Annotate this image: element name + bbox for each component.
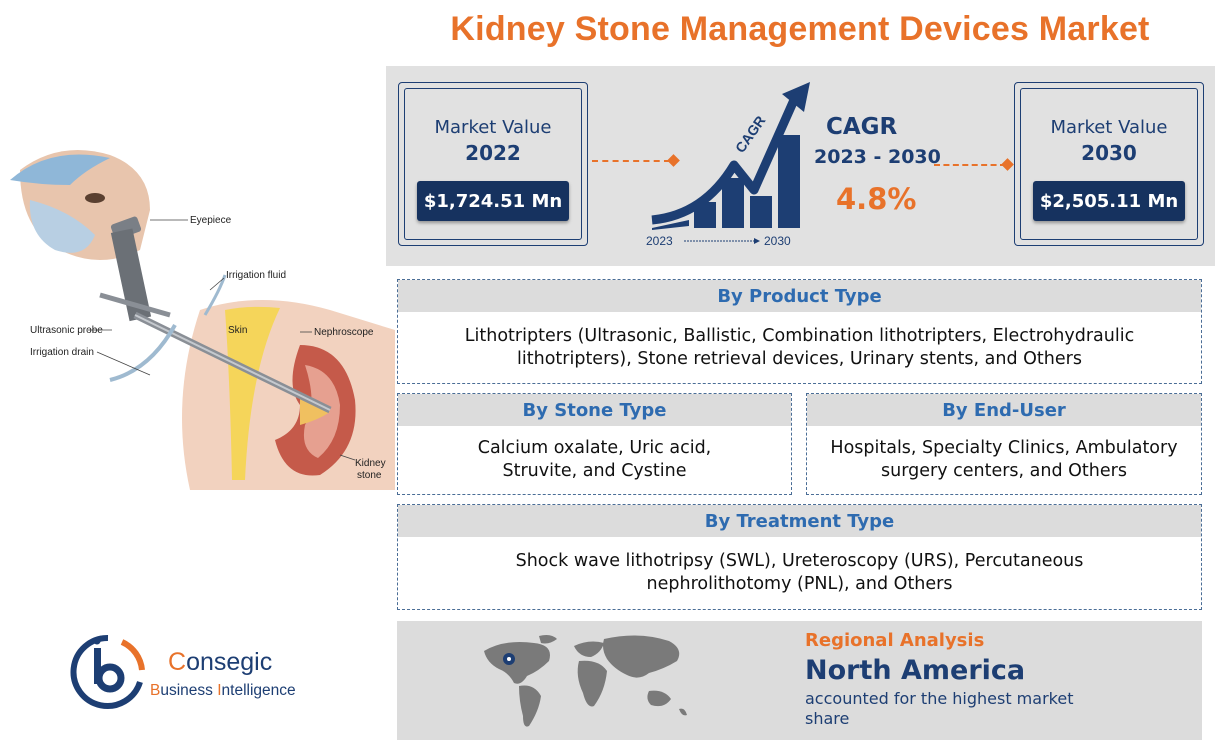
logo-name: Consegic [168,648,273,676]
market-value-amount: $2,505.11 Mn [1033,181,1185,221]
regional-analysis-label: Regional Analysis [805,630,985,651]
page-title: Kidney Stone Management Devices Market [450,10,1150,48]
segment-body: Hospitals, Specialty Clinics, Ambulatory… [830,438,1178,481]
segment-heading: By Stone Type [398,394,791,426]
label-kidney-stone-1: Kidney [355,458,386,469]
segment-end-user: By End-User Hospitals, Specialty Clinics… [806,393,1202,495]
segment-treatment-type: By Treatment Type Shock wave lithotripsy… [397,504,1202,610]
growth-arrow-icon: CAGR 2023 2030 [646,82,810,248]
label-irrigation-fluid: Irrigation fluid [226,270,286,281]
cagr-graphic-label: CAGR [732,113,769,156]
market-value-year: 2022 [465,141,521,165]
label-nephroscope: Nephroscope [314,327,374,338]
market-value-label: Market Value [1050,117,1168,138]
market-value-amount: $1,724.51 Mn [417,181,569,221]
cagr-value: 4.8% [836,182,917,216]
segment-product-type: By Product Type Lithotripters (Ultrasoni… [397,279,1202,384]
region-name: North America [805,655,1026,686]
cagr-range: 2023 - 2030 [814,146,941,168]
axis-end-year: 2030 [764,234,791,248]
logo-mark-icon [70,634,145,709]
label-ultrasonic-probe: Ultrasonic probe [30,325,103,336]
logo-tagline: Business Intelligence [150,682,296,699]
world-map-icon [484,635,687,727]
label-irrigation-drain: Irrigation drain [30,347,94,358]
segment-stone-type: By Stone Type Calcium oxalate, Uric acid… [397,393,792,495]
market-stats-panel: Market Value 2022 $1,724.51 Mn CAGR 2023… [386,66,1215,266]
connector-line-right [934,164,1006,166]
region-description: accounted for the highest market share [805,689,1074,728]
segment-heading: By End-User [807,394,1201,426]
label-skin: Skin [228,325,247,336]
market-value-2030-card: Market Value 2030 $2,505.11 Mn [1014,82,1204,246]
axis-start-year: 2023 [646,234,673,248]
nephroscope-illustration: Eyepiece Irrigation fluid Skin Nephrosco… [0,140,395,490]
market-value-label: Market Value [434,117,552,138]
market-value-2022-card: Market Value 2022 $1,724.51 Mn [398,82,588,246]
segment-heading: By Product Type [398,280,1201,312]
cagr-title: CAGR [826,114,898,140]
segment-heading: By Treatment Type [398,505,1201,537]
market-value-year: 2030 [1081,141,1137,165]
segment-body: Lithotripters (Ultrasonic, Ballistic, Co… [464,325,1135,369]
segment-body: Calcium oxalate, Uric acid, Struvite, an… [477,438,712,481]
connector-line-left [592,160,670,162]
consegic-logo: Consegic Business Intelligence [70,630,330,720]
connector-dot-right [1001,158,1014,171]
label-eyepiece: Eyepiece [190,215,232,226]
segment-body: Shock wave lithotripsy (SWL), Ureterosco… [515,551,1084,594]
label-kidney-stone-2: stone [357,470,382,481]
regional-analysis-panel: Regional Analysis North America accounte… [397,621,1202,740]
